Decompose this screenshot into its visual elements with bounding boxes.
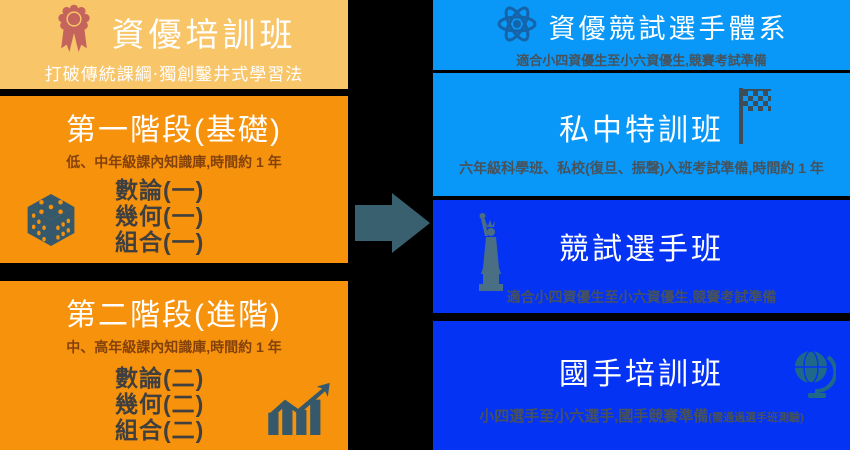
dice-icon (25, 192, 77, 253)
stage2-subtitle: 中、高年級課內知識庫,時間約 1 年 (66, 339, 282, 355)
contest-system-title: 資優競試選手體系 (548, 13, 789, 44)
bar-chart-icon (266, 381, 332, 440)
globe-icon (790, 347, 838, 404)
checkered-flag-icon (738, 88, 774, 149)
atom-icon (495, 1, 539, 52)
national-team-title: 國手培訓班 (559, 358, 724, 391)
stage1-title: 第一階段(基礎) (66, 114, 282, 147)
list-item: 組合(一) (115, 229, 205, 255)
list-item: 數論(二) (115, 365, 205, 391)
private-school-block: 私中特訓班 六年級科學班、私校(復旦、振聲)入班考試準備,時間約 1 年 (433, 73, 850, 196)
contest-system-block: 資優競試選手體系 適合小四資優生至小六資優生,競賽考試準備 (433, 0, 850, 70)
stage1-block: 第一階段(基礎) 低、中年級課內知識庫,時間約 1 年 數論(一) 幾何(一) … (0, 96, 348, 263)
private-school-title: 私中特訓班 (559, 114, 724, 147)
program-subtitle: 打破傳統課綱‧獨創鑿井式學習法 (44, 65, 304, 84)
list-item: 幾何(二) (115, 391, 205, 417)
stage2-block: 第二階段(進階) 中、高年級課內知識庫,時間約 1 年 數論(二) 幾何(二) … (0, 281, 348, 450)
contest-system-subtitle: 適合小四資優生至小六資優生,競賽考試準備 (516, 53, 767, 68)
private-school-subtitle: 六年級科學班、私校(復旦、振聲)入班考試準備,時間約 1 年 (459, 160, 824, 176)
stage1-subtitle: 低、中年級課內知識庫,時間約 1 年 (66, 154, 282, 170)
medal-icon (52, 2, 96, 63)
national-team-subtitle: 小四選手至小六選手,國手競賽準備(需通過選手班測驗) (479, 408, 804, 425)
list-item: 數論(一) (115, 177, 205, 203)
contest-player-block: 競試選手班 適合小四資優生至小六資優生,競賽考試準備 (433, 200, 850, 313)
stage2-course-list: 數論(二) 幾何(二) 組合(二) (115, 365, 204, 443)
statue-of-liberty-icon (477, 212, 505, 301)
national-team-block: 國手培訓班 小四選手至小六選手,國手競賽準備(需通過選手班測驗) (433, 321, 850, 450)
list-item: 組合(二) (115, 417, 205, 443)
list-item: 幾何(一) (115, 203, 205, 229)
contest-player-subtitle: 適合小四資優生至小六資優生,競賽考試準備 (506, 289, 777, 305)
right-arrow-icon (350, 189, 434, 262)
national-team-subtitle-note: (需通過選手班測驗) (708, 412, 804, 424)
stage2-title: 第二階段(進階) (66, 299, 282, 332)
program-title: 資優培訓班 (111, 16, 297, 53)
stage1-course-list: 數論(一) 幾何(一) 組合(一) (115, 177, 204, 255)
contest-player-title: 競試選手班 (559, 233, 724, 266)
program-header-block: 資優培訓班 打破傳統課綱‧獨創鑿井式學習法 (0, 0, 348, 89)
